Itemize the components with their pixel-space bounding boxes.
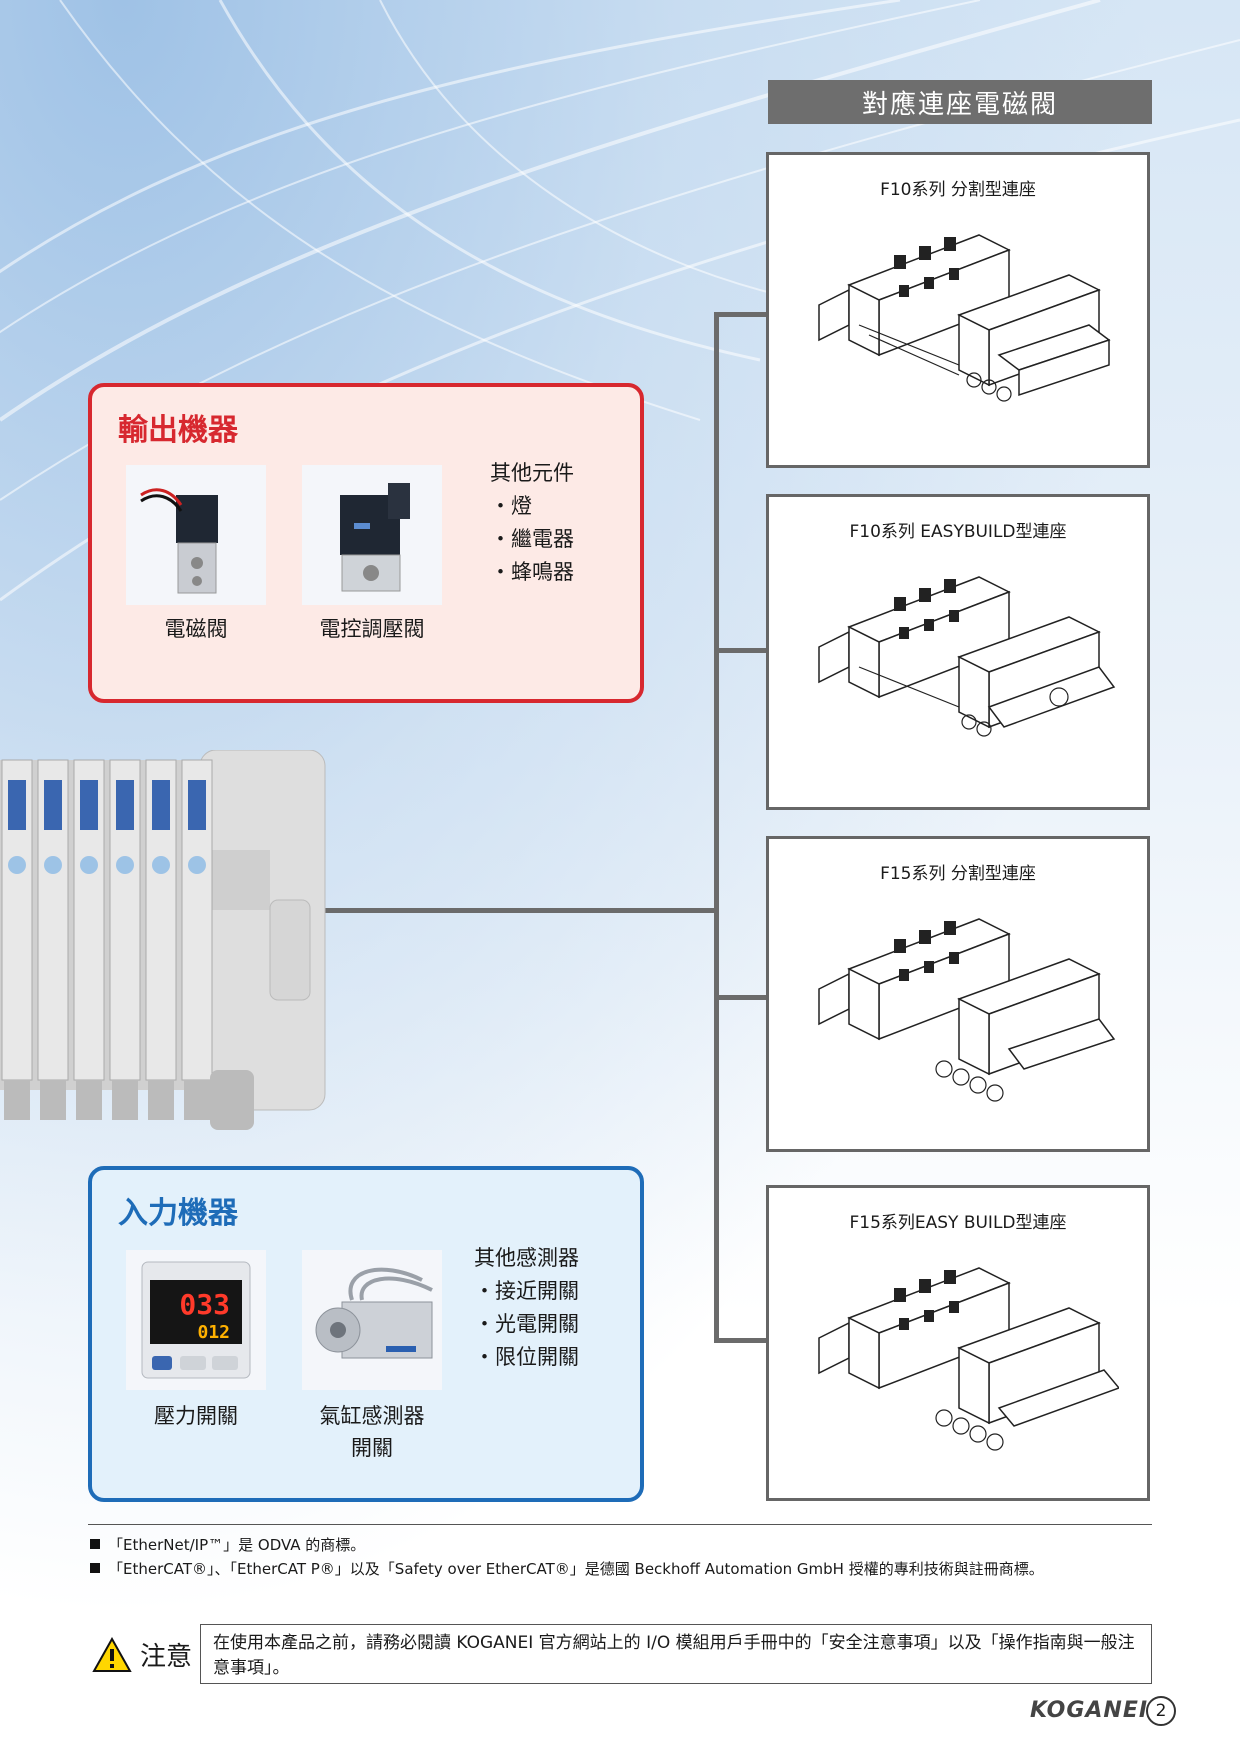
cylinder-sensor-label-line2: 開關 bbox=[351, 1436, 393, 1460]
trademark-note-ethercat: 「EtherCAT®」、「EtherCAT P®」以及「Safety over … bbox=[90, 1558, 1044, 1579]
manifold-illustration-icon bbox=[818, 576, 1116, 737]
bullet-square-icon bbox=[90, 1539, 100, 1549]
solenoid-valve-label: 電磁閥 bbox=[164, 617, 228, 641]
footer-divider bbox=[88, 1524, 1152, 1525]
pressure-display-sub: 012 bbox=[197, 1322, 230, 1343]
manifold-illustration-icon bbox=[818, 918, 1116, 1102]
koganei-logo: KOGANEI bbox=[1030, 1698, 1149, 1723]
other-sensor-item: ・光電開關 bbox=[474, 1312, 579, 1336]
manifold-title: F10系列 EASYBUILD型連座 bbox=[849, 522, 1067, 542]
connector-branch-4 bbox=[714, 1338, 768, 1343]
cylinder-sensor-label: 氣缸感測器 開關 bbox=[282, 1400, 462, 1464]
connector-branch-2 bbox=[714, 648, 768, 653]
electro-pneumatic-regulator-photo bbox=[302, 465, 442, 605]
cylinder-sensor-photo bbox=[302, 1250, 442, 1390]
other-output-list: 其他元件 ・燈 ・繼電器 ・蜂鳴器 bbox=[490, 457, 574, 589]
connector-trunk-line bbox=[714, 314, 719, 1343]
output-devices-heading: 輸出機器 bbox=[118, 413, 238, 448]
connector-branch-1 bbox=[714, 312, 768, 317]
other-sensor-item: ・限位開關 bbox=[474, 1345, 579, 1369]
manifold-card-f10-split: F10系列 分割型連座 bbox=[766, 152, 1150, 468]
warning-triangle-icon bbox=[92, 1636, 132, 1672]
manifold-card-f10-easybuild: F10系列 EASYBUILD型連座 bbox=[766, 494, 1150, 810]
other-output-title: 其他元件 bbox=[490, 461, 574, 485]
output-devices-box: 輸出機器 電磁閥 電控調壓閥 其他元件 ・燈 ・繼電器 ・蜂鳴器 bbox=[88, 383, 644, 703]
trademark-note-ethernetip: 「EtherNet/IP™」是 ODVA 的商標。 bbox=[90, 1534, 365, 1555]
other-sensor-list: 其他感測器 ・接近開關 ・光電開關 ・限位開關 bbox=[474, 1242, 579, 1374]
bullet-square-icon bbox=[90, 1563, 100, 1573]
manifold-title: F15系列 分割型連座 bbox=[880, 864, 1036, 884]
manifold-title: F10系列 分割型連座 bbox=[880, 180, 1036, 200]
io-module-photo bbox=[0, 750, 326, 1130]
caution-text: 在使用本產品之前，請務必閱讀 KOGANEI 官方網站上的 I/O 模組用戶手冊… bbox=[200, 1624, 1152, 1684]
page-number: 2 bbox=[1146, 1696, 1176, 1726]
input-devices-heading: 入力機器 bbox=[118, 1196, 238, 1231]
manifold-card-f15-easybuild: F15系列EASY BUILD型連座 bbox=[766, 1185, 1150, 1501]
trademark-text: 「EtherNet/IP™」是 ODVA 的商標。 bbox=[108, 1536, 366, 1554]
cylinder-sensor-label-line1: 氣缸感測器 bbox=[319, 1404, 425, 1428]
other-sensor-item: ・接近開關 bbox=[474, 1279, 579, 1303]
caution-label: 注意 bbox=[92, 1636, 192, 1673]
manifold-illustration-icon bbox=[818, 234, 1111, 402]
manifold-card-f15-split: F15系列 分割型連座 bbox=[766, 836, 1150, 1152]
pressure-switch-label: 壓力開關 bbox=[154, 1404, 238, 1428]
electro-pneumatic-regulator-label: 電控調壓閥 bbox=[319, 617, 425, 641]
manifold-illustration-icon bbox=[818, 1267, 1119, 1451]
manifold-title: F15系列EASY BUILD型連座 bbox=[849, 1213, 1067, 1233]
connector-module-line bbox=[322, 908, 718, 913]
pressure-display-main: 033 bbox=[179, 1288, 230, 1321]
solenoid-valve-photo bbox=[126, 465, 266, 605]
other-output-item: ・繼電器 bbox=[490, 527, 574, 551]
other-sensor-title: 其他感測器 bbox=[474, 1246, 579, 1270]
input-devices-box: 入力機器 033 012 壓力開關 氣缸感測器 開關 其他感測器 ・接 bbox=[88, 1166, 644, 1502]
trademark-text: 「EtherCAT®」、「EtherCAT P®」以及「Safety over … bbox=[108, 1560, 1044, 1578]
connector-branch-3 bbox=[714, 995, 768, 1000]
other-output-item: ・蜂鳴器 bbox=[490, 560, 574, 584]
compatible-manifold-header: 對應連座電磁閥 bbox=[768, 80, 1152, 124]
caution-title: 注意 bbox=[140, 1642, 193, 1672]
other-output-item: ・燈 bbox=[490, 494, 532, 518]
pressure-switch-photo: 033 012 bbox=[126, 1250, 266, 1390]
